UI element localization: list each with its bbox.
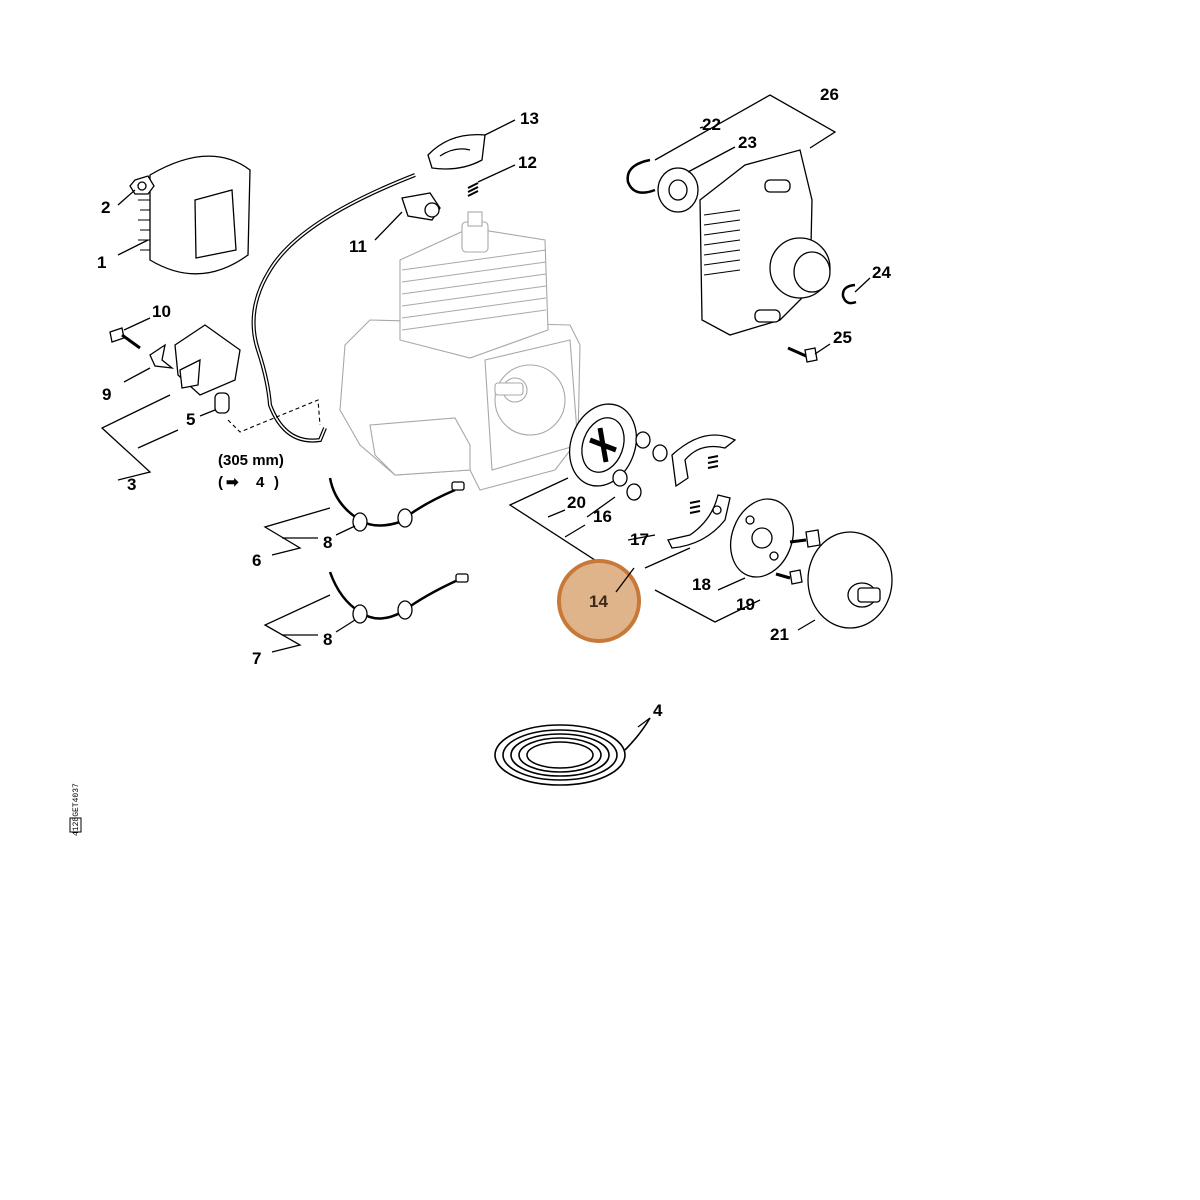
label-6[interactable]: 6 — [252, 551, 261, 570]
label-14[interactable]: 14 — [589, 592, 608, 611]
label-24[interactable]: 24 — [872, 263, 891, 282]
label-5[interactable]: 5 — [186, 410, 195, 429]
ref-number[interactable]: 4 — [256, 474, 265, 491]
label-22[interactable]: 22 — [702, 115, 721, 134]
label-11[interactable]: 11 — [349, 237, 367, 256]
leader-lines — [100, 94, 871, 728]
switch-parts-drawing — [401, 134, 486, 221]
nut-drawing — [129, 175, 155, 195]
label-3[interactable]: 3 — [127, 475, 136, 494]
label-16[interactable]: 16 — [593, 507, 612, 526]
label-8a[interactable]: 8 — [323, 533, 332, 552]
label-8b[interactable]: 8 — [323, 630, 332, 649]
wire-6-drawing — [328, 477, 465, 532]
wire-7-drawing — [328, 571, 469, 624]
label-2[interactable]: 2 — [101, 198, 110, 217]
highlight-marker[interactable] — [557, 559, 641, 643]
label-9[interactable]: 9 — [102, 385, 111, 404]
label-20[interactable]: 20 — [567, 493, 586, 512]
label-26[interactable]: 26 — [820, 85, 839, 104]
svg-text:4128GET4037: 4128GET4037 — [72, 783, 81, 836]
label-21[interactable]: 21 — [770, 625, 789, 644]
ignition-module-drawing — [109, 324, 241, 414]
hose-coil-drawing — [494, 717, 651, 786]
flywheel-drawing — [138, 155, 251, 275]
crankcase-half-drawing — [626, 149, 857, 363]
label-7[interactable]: 7 — [252, 649, 261, 668]
label-18[interactable]: 18 — [692, 575, 711, 594]
drawing-code-box — [69, 817, 82, 833]
highlight-leader — [615, 567, 635, 593]
length-note: (305 mm) — [218, 452, 284, 469]
label-23[interactable]: 23 — [738, 133, 757, 152]
clutch-drawing — [569, 403, 893, 629]
ref-open: ( — [218, 474, 223, 491]
label-25[interactable]: 25 — [833, 328, 852, 347]
label-19[interactable]: 19 — [736, 595, 755, 614]
label-13[interactable]: 13 — [520, 109, 539, 128]
label-12[interactable]: 12 — [518, 153, 537, 172]
short-circuit-wire-drawing — [227, 173, 416, 443]
label-17[interactable]: 17 — [630, 530, 649, 549]
label-1[interactable]: 1 — [97, 253, 106, 272]
callout-labels: 1 2 3 5 6 7 8 8 9 10 11 12 13 16 17 18 1… — [97, 85, 891, 720]
label-10[interactable]: 10 — [152, 302, 171, 321]
arrow-icon: ➡ — [226, 474, 239, 491]
engine-block-drawing — [339, 211, 581, 491]
label-4[interactable]: 4 — [653, 701, 663, 720]
ref-close: ) — [274, 474, 279, 491]
drawing-code: 4128GET4037 — [72, 783, 81, 836]
